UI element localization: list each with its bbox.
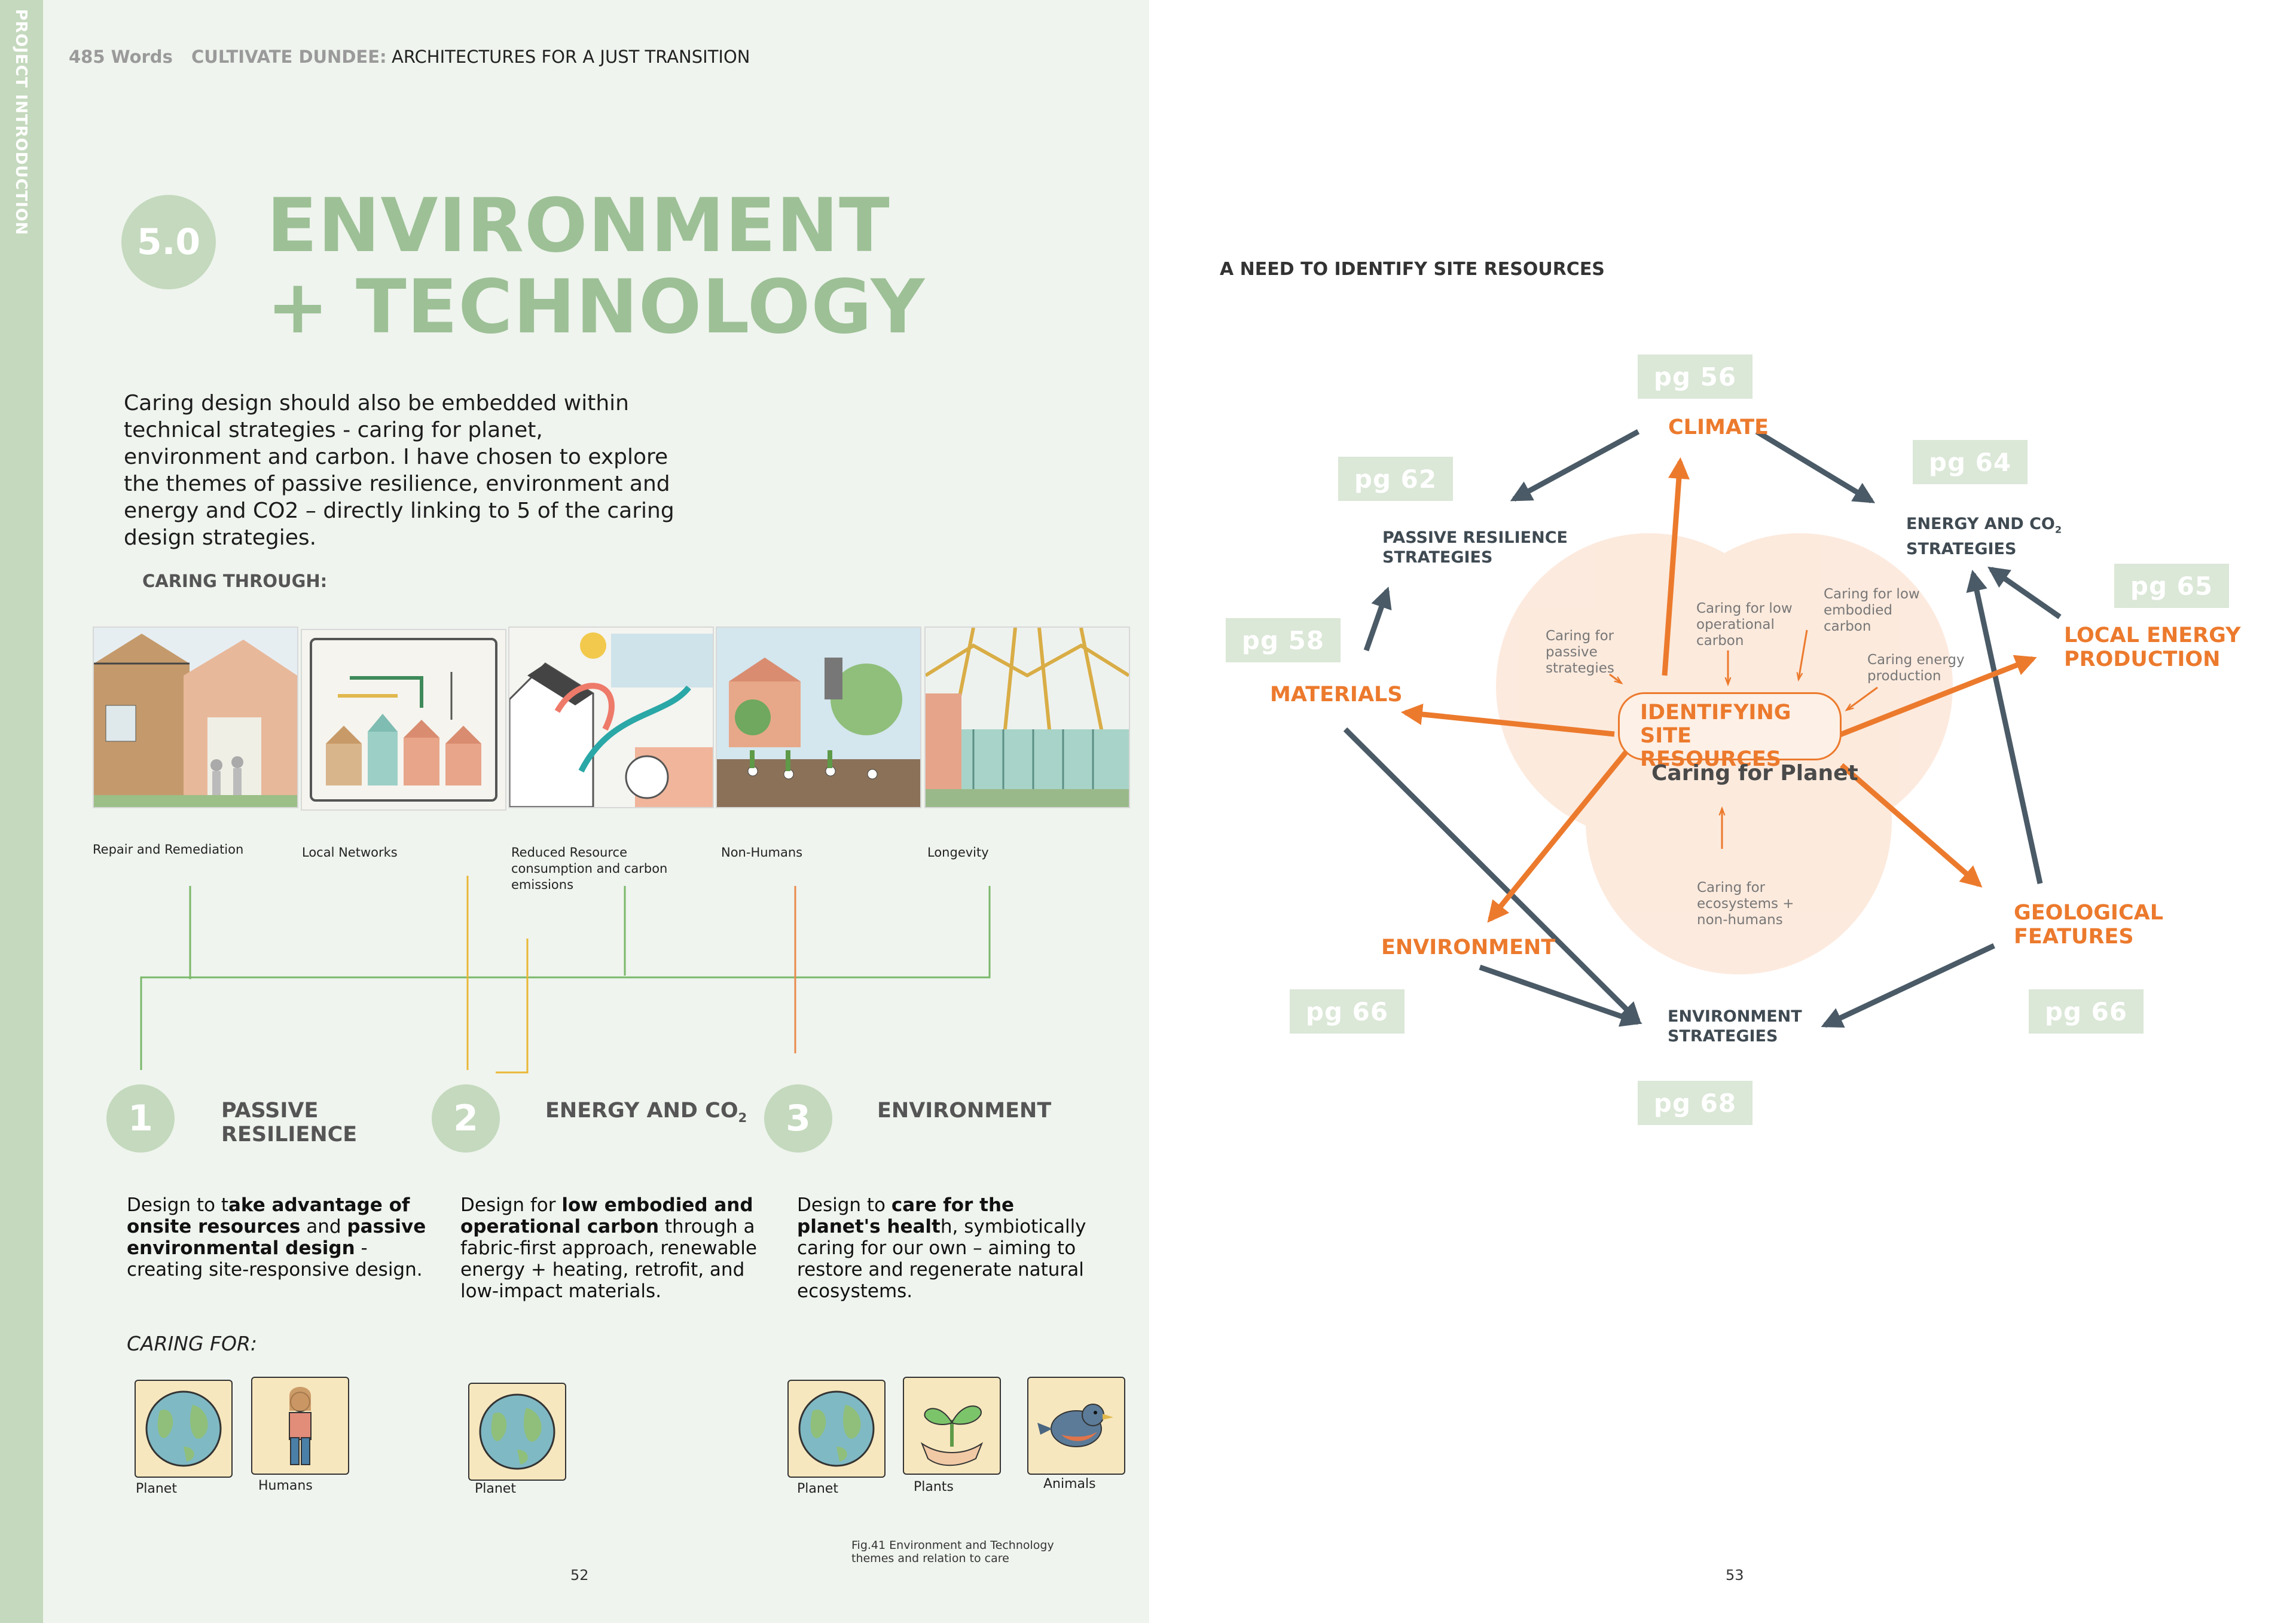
- note-energy: Caring energy production: [1867, 652, 1965, 684]
- arrow-center-materials: [1400, 704, 1615, 737]
- care-label-planet-3: Planet: [797, 1481, 838, 1496]
- person-icon: [251, 1377, 349, 1475]
- bird-icon: [1027, 1377, 1125, 1475]
- figure-caption: Fig.41 Environment and Technology themes…: [851, 1539, 1054, 1565]
- note-embodied: Caring for low embodied carbon: [1824, 586, 1920, 634]
- care-label-humans: Humans: [258, 1478, 313, 1493]
- side-tab: PROJECT INTRODUCTION: [0, 0, 43, 1623]
- theme-title-energy: ENERGY AND CO2: [545, 1099, 747, 1125]
- arrow-climate-passive: [1510, 429, 1640, 502]
- arrow-materials-envstrat: [1343, 727, 1642, 1025]
- theme-desc-passive: Design to take advantage of onsite resou…: [127, 1194, 426, 1280]
- note-ecosystems: Caring for ecosystems + non-humans: [1697, 880, 1794, 928]
- connector-lines: [140, 876, 991, 1074]
- node-local-energy: LOCAL ENERGY PRODUCTION: [2064, 623, 2241, 671]
- left-page: PROJECT INTRODUCTION 485 Words CULTIVATE…: [0, 0, 1149, 1623]
- reduced-resource-illustration: [508, 626, 714, 808]
- pg-badge-climate: pg 56: [1638, 354, 1752, 399]
- arrow-environment-envstrat: [1479, 964, 1642, 1027]
- section-number: 5.0: [136, 221, 201, 263]
- arrow-geological-envstrat: [1821, 943, 1995, 1028]
- strategy-caption-nonhumans: Non-Humans: [721, 845, 803, 860]
- theme-title-passive: PASSIVE RESILIENCE: [221, 1099, 358, 1147]
- section-title-line2: + TECHNOLOGY: [267, 264, 926, 350]
- pg-badge-energy: pg 64: [1913, 440, 2028, 484]
- longevity-illustration: [924, 626, 1130, 808]
- node-materials: MATERIALS: [1270, 683, 1403, 707]
- node-environment-strategies: ENVIRONMENT STRATEGIES: [1668, 1007, 1802, 1046]
- diagram-heading: A NEED TO IDENTIFY SITE RESOURCES: [1220, 259, 1605, 280]
- center-identifying-resources: IDENTIFYING SITE RESOURCES: [1618, 692, 1842, 771]
- theme-number-1: 1: [106, 1084, 175, 1153]
- strategy-caption-repair: Repair and Remediation: [93, 842, 244, 857]
- care-label-planet-2: Planet: [475, 1481, 516, 1496]
- note-arrow-energy: [1846, 686, 1878, 710]
- care-label-animals: Animals: [1043, 1477, 1096, 1491]
- pg-badge-geological: pg 66: [2029, 989, 2144, 1034]
- globe-icon: [468, 1383, 566, 1481]
- local-networks-illustration: [301, 629, 506, 811]
- page-number-right: 53: [1726, 1567, 1744, 1584]
- strategy-caption-longevity: Longevity: [927, 845, 989, 860]
- intro-paragraph: Caring design should also be embedded wi…: [124, 391, 674, 550]
- pg-badge-env-strategies: pg 68: [1638, 1081, 1752, 1125]
- header-series: CULTIVATE DUNDEE:: [191, 47, 387, 67]
- arrow-center-local-energy: [1837, 655, 2037, 738]
- page-number-left: 52: [570, 1567, 589, 1584]
- pg-badge-passive: pg 62: [1338, 457, 1453, 501]
- caring-for-label: CARING FOR:: [127, 1332, 258, 1355]
- node-environment: ENVIRONMENT: [1381, 936, 1556, 959]
- seedling-icon: [903, 1377, 1001, 1475]
- strategy-caption-networks: Local Networks: [302, 845, 398, 860]
- node-passive-strategies: PASSIVE RESILIENCE STRATEGIES: [1382, 528, 1568, 567]
- arrow-climate-energy: [1755, 429, 1876, 503]
- word-count: 485 Words: [69, 47, 173, 67]
- care-label-plants: Plants: [914, 1480, 954, 1494]
- caring-through-label: CARING THROUGH:: [142, 571, 328, 591]
- node-geological: GEOLOGICAL FEATURES: [2014, 901, 2164, 949]
- arrow-local-energy: [1987, 566, 2062, 619]
- theme-title-environment: ENVIRONMENT: [877, 1099, 1052, 1123]
- pg-badge-local-energy: pg 65: [2114, 564, 2229, 608]
- section-title-line1: ENVIRONMENT: [267, 183, 890, 269]
- care-label-planet-1: Planet: [136, 1481, 177, 1496]
- non-humans-illustration: [716, 626, 921, 808]
- arrow-center-geological: [1840, 763, 1983, 888]
- node-climate: CLIMATE: [1668, 415, 1769, 439]
- arrow-center-environment: [1487, 748, 1630, 923]
- header-subtitle: ARCHITECTURES FOR A JUST TRANSITION: [392, 47, 750, 67]
- note-passive: Caring for passive strategies: [1546, 628, 1614, 676]
- pg-badge-materials: pg 58: [1226, 618, 1341, 662]
- globe-icon: [787, 1380, 886, 1478]
- theme-desc-environment: Design to care for the planet's health, …: [797, 1194, 1086, 1302]
- arrow-materials-passive: [1363, 586, 1392, 652]
- globe-icon: [135, 1380, 233, 1478]
- pg-badge-environment: pg 66: [1290, 989, 1405, 1034]
- note-operational: Caring for low operational carbon: [1696, 601, 1793, 649]
- theme-desc-energy: Design for low embodied and operational …: [460, 1194, 757, 1302]
- center-caring-for-planet: Caring for Planet: [1651, 761, 1858, 785]
- note-arrow-passive: [1609, 673, 1622, 683]
- repair-remediation-illustration: [93, 626, 298, 808]
- strategy-caption-reduced: Reduced Resource consumption and carbon …: [511, 845, 668, 892]
- section-number-badge: 5.0: [121, 195, 216, 289]
- arrow-center-climate: [1662, 457, 1690, 676]
- theme-number-3: 3: [764, 1084, 832, 1153]
- arrow-geological-energy: [1966, 569, 2043, 884]
- theme-number-2: 2: [432, 1084, 500, 1153]
- note-arrow-embodied: [1799, 629, 1808, 680]
